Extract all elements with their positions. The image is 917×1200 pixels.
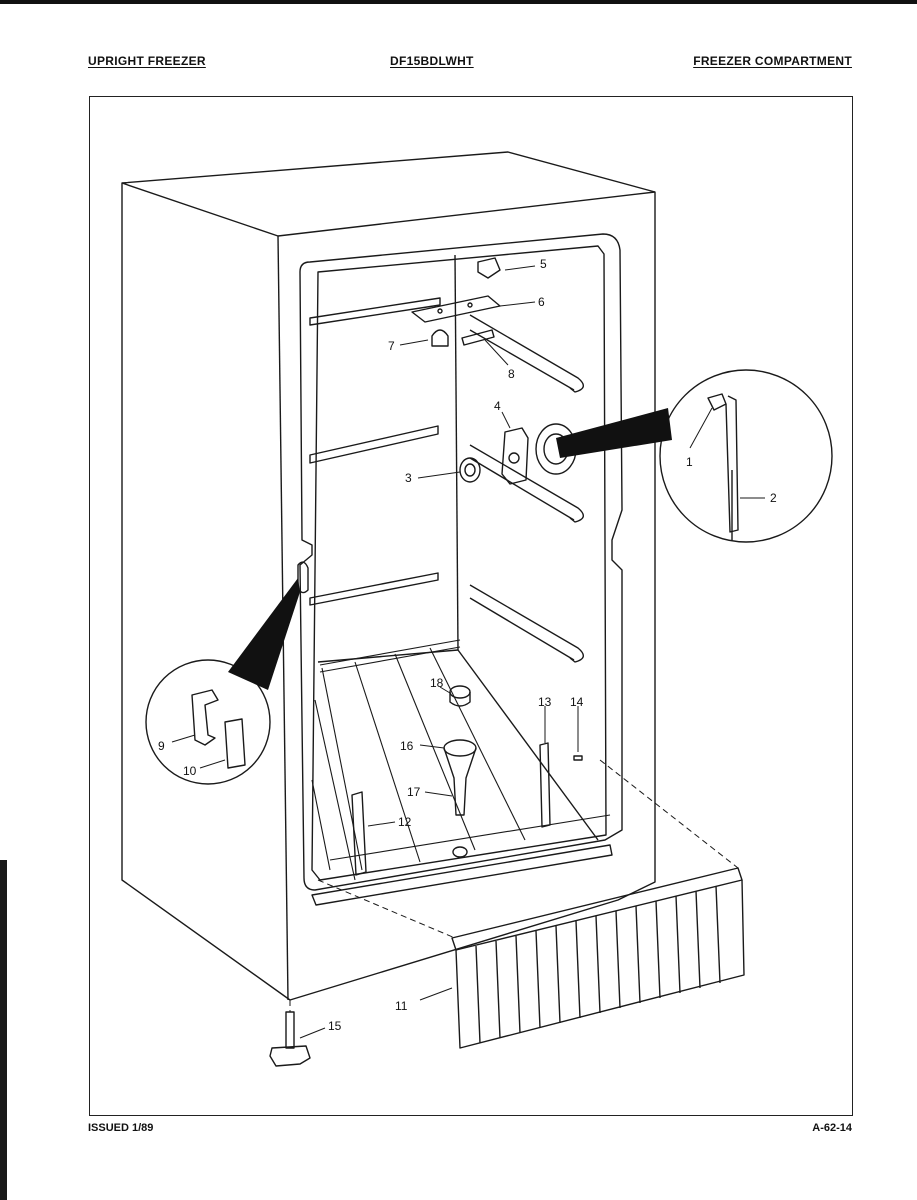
callout-2: 2 — [770, 491, 777, 505]
callout-6: 6 — [538, 295, 545, 309]
part-8-bulb — [461, 329, 495, 346]
part-11-grille — [451, 867, 745, 1049]
leader-lines — [171, 265, 765, 1039]
header-model-number: DF15BDLWHT — [390, 54, 474, 68]
callout-7: 7 — [388, 339, 395, 353]
left-edge-bar — [0, 860, 7, 1200]
assembly-guide-lines — [289, 759, 739, 1012]
shelf-rails-left — [309, 297, 441, 606]
callout-wedges — [228, 408, 672, 690]
callout-13: 13 — [538, 695, 552, 709]
part-7-bulb-cover — [431, 329, 449, 347]
top-border — [0, 0, 917, 4]
detail-circle-thermostat — [659, 369, 833, 543]
header-section-title: FREEZER COMPARTMENT — [693, 54, 852, 68]
callout-14: 14 — [570, 695, 584, 709]
header-product-type: UPRIGHT FREEZER — [88, 54, 206, 68]
callout-1: 1 — [686, 455, 693, 469]
callout-labels: 1 2 3 4 5 6 7 8 9 10 11 12 13 14 15 16 1… — [158, 257, 777, 1033]
part-15-leveling-leg — [269, 1011, 311, 1067]
callout-10: 10 — [183, 764, 197, 778]
callout-11: 11 — [395, 999, 408, 1013]
callout-12: 12 — [398, 815, 412, 829]
callout-17: 17 — [407, 785, 421, 799]
part-4-switch-plate — [501, 427, 529, 485]
callout-16: 16 — [400, 739, 414, 753]
part-5-bracket — [477, 257, 501, 279]
shelf-rails-right — [469, 314, 584, 663]
callout-18: 18 — [430, 676, 444, 690]
footer-issued-date: ISSUED 1/89 — [88, 1122, 154, 1134]
callout-8: 8 — [508, 367, 515, 381]
callout-3: 3 — [405, 471, 412, 485]
part-13-rail — [539, 742, 551, 828]
part-10-hinge-cover — [224, 718, 246, 769]
footer-page-code: A-62-14 — [812, 1122, 852, 1134]
callout-4: 4 — [494, 399, 501, 413]
part-12-rail — [351, 791, 367, 876]
callout-9: 9 — [158, 739, 165, 753]
thermostat-detail — [707, 393, 739, 540]
detail-circle-hinge — [145, 659, 271, 785]
callout-15: 15 — [328, 1019, 342, 1033]
cabinet-body — [121, 151, 656, 1001]
diagram-frame — [89, 96, 853, 1116]
callout-5: 5 — [540, 257, 547, 271]
part-9-hinge-bracket — [191, 689, 219, 746]
part-14-screw — [573, 755, 583, 761]
part-3-thermostat-knob — [459, 457, 481, 483]
part-16-17-18-drain-assembly — [443, 685, 477, 858]
bottom-basket-wires — [311, 639, 611, 881]
